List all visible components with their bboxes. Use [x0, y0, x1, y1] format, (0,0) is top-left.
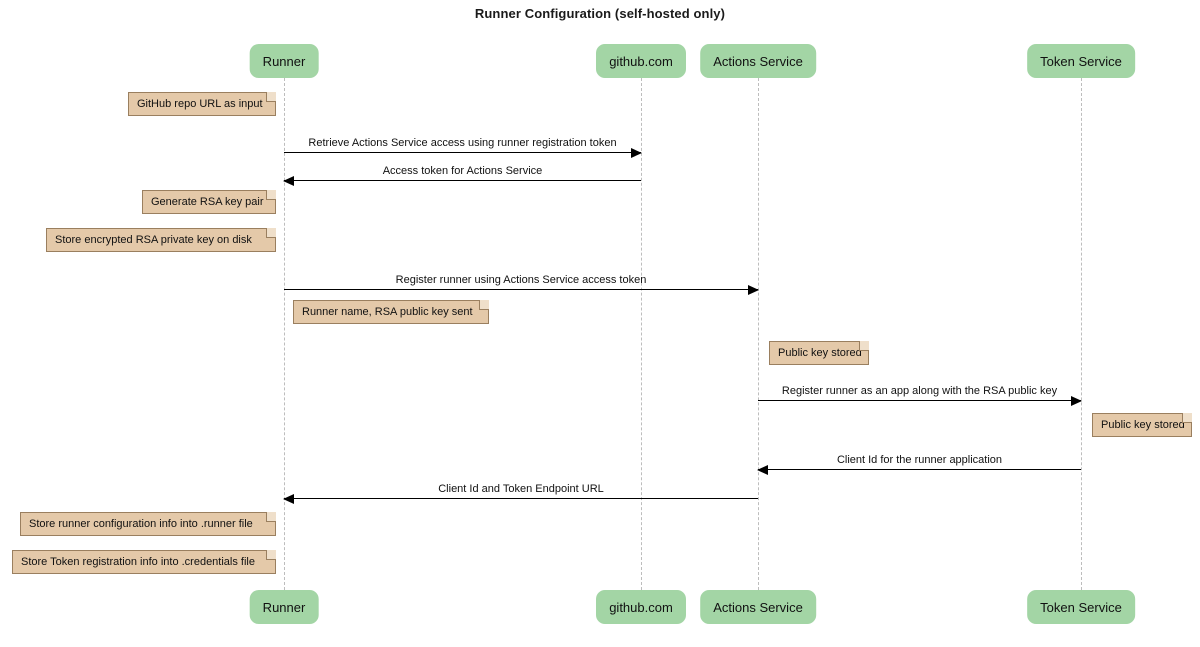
note-n4: Runner name, RSA public key sent: [293, 300, 489, 324]
note-n8: Store Token registration info into .cred…: [12, 550, 276, 574]
note-label: Store Token registration info into .cred…: [21, 555, 255, 568]
lifeline-token: [1081, 78, 1082, 590]
note-fold-corner-icon: [266, 92, 276, 102]
arrowhead-icon: [748, 285, 759, 295]
lifeline-actions: [758, 78, 759, 590]
lifeline-runner: [284, 78, 285, 590]
participant-actions-top[interactable]: Actions Service: [700, 44, 816, 78]
participant-runner-top[interactable]: Runner: [249, 44, 319, 78]
note-fold-corner-icon: [479, 300, 489, 310]
note-label: Public key stored: [778, 346, 862, 359]
message-label: Client Id and Token Endpoint URL: [438, 483, 604, 495]
message-m4[interactable]: Register runner as an app along with the…: [758, 375, 1082, 406]
note-label: Store runner configuration info into .ru…: [29, 517, 253, 530]
message-m5[interactable]: Client Id for the runner application: [757, 444, 1081, 475]
arrowhead-icon: [283, 494, 294, 504]
message-m3[interactable]: Register runner using Actions Service ac…: [284, 264, 759, 295]
note-n5: Public key stored: [769, 341, 869, 365]
message-label: Access token for Actions Service: [382, 165, 543, 177]
note-label: GitHub repo URL as input: [137, 97, 263, 110]
note-fold-corner-icon: [266, 190, 276, 200]
message-m2[interactable]: Access token for Actions Service: [283, 155, 641, 186]
participant-label: github.com: [609, 53, 673, 69]
note-label: Runner name, RSA public key sent: [302, 305, 473, 318]
message-line: [284, 498, 758, 499]
participant-actions-bottom[interactable]: Actions Service: [700, 590, 816, 624]
message-label: Register runner using Actions Service ac…: [395, 274, 647, 286]
participant-runner-bottom[interactable]: Runner: [249, 590, 319, 624]
message-label: Retrieve Actions Service access using ru…: [308, 137, 617, 149]
arrowhead-icon: [757, 465, 768, 475]
participant-label: Token Service: [1040, 599, 1122, 615]
note-label: Store encrypted RSA private key on disk: [55, 233, 252, 246]
message-line: [284, 289, 758, 290]
note-fold-corner-icon: [266, 228, 276, 238]
message-line: [284, 180, 641, 181]
lifeline-github: [641, 78, 642, 590]
note-n3: Store encrypted RSA private key on disk: [46, 228, 276, 252]
message-m6[interactable]: Client Id and Token Endpoint URL: [283, 473, 758, 504]
arrowhead-icon: [631, 148, 642, 158]
message-line: [284, 152, 641, 153]
participant-github-top[interactable]: github.com: [596, 44, 686, 78]
arrowhead-icon: [1071, 396, 1082, 406]
message-line: [758, 400, 1081, 401]
participant-token-bottom[interactable]: Token Service: [1027, 590, 1135, 624]
participant-github-bottom[interactable]: github.com: [596, 590, 686, 624]
participant-label: Actions Service: [713, 599, 803, 615]
note-label: Generate RSA key pair: [151, 195, 264, 208]
note-n7: Store runner configuration info into .ru…: [20, 512, 276, 536]
note-fold-corner-icon: [266, 512, 276, 522]
participant-label: Runner: [262, 53, 306, 69]
arrowhead-icon: [283, 176, 294, 186]
participant-label: Actions Service: [713, 53, 803, 69]
note-n2: Generate RSA key pair: [142, 190, 276, 214]
participant-token-top[interactable]: Token Service: [1027, 44, 1135, 78]
participant-label: Token Service: [1040, 53, 1122, 69]
note-n6: Public key stored: [1092, 413, 1192, 437]
note-label: Public key stored: [1101, 418, 1185, 431]
note-fold-corner-icon: [266, 550, 276, 560]
message-label: Client Id for the runner application: [836, 454, 1003, 466]
note-fold-corner-icon: [859, 341, 869, 351]
page-title: Runner Configuration (self-hosted only): [474, 6, 726, 21]
note-fold-corner-icon: [1182, 413, 1192, 423]
participant-label: github.com: [609, 599, 673, 615]
message-m1[interactable]: Retrieve Actions Service access using ru…: [284, 127, 642, 158]
participant-label: Runner: [262, 599, 306, 615]
message-line: [758, 469, 1081, 470]
note-n1: GitHub repo URL as input: [128, 92, 276, 116]
message-label: Register runner as an app along with the…: [781, 385, 1058, 397]
